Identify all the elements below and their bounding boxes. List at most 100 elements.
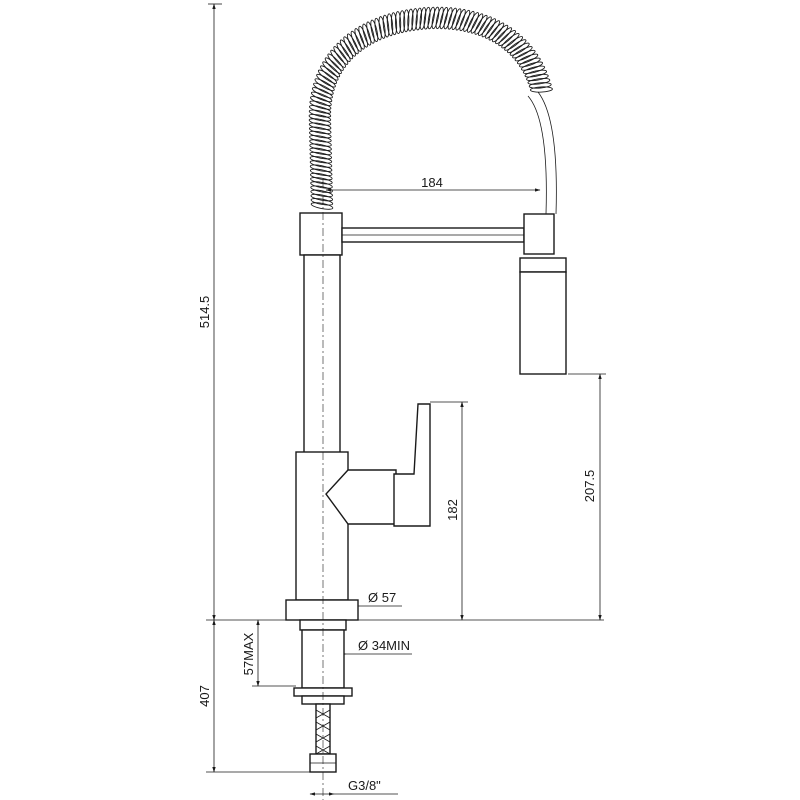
spring-coil — [339, 39, 354, 60]
spring-coil — [310, 96, 332, 107]
spring-coil — [308, 122, 332, 130]
spring-coil — [524, 69, 548, 78]
spring-coil — [386, 13, 394, 37]
spring-coil — [308, 109, 332, 118]
spring-coil — [459, 9, 471, 32]
spring-coil — [309, 135, 332, 143]
spring-coil — [309, 143, 332, 151]
spring-coil — [435, 6, 444, 30]
spring-coil — [443, 7, 453, 30]
spring-coil — [309, 168, 333, 177]
spring-coil — [310, 189, 333, 198]
spring-coil — [501, 33, 520, 49]
spring-coil — [308, 114, 332, 122]
below-deck-length-label: 407 — [197, 685, 212, 707]
spring-coil — [451, 8, 462, 31]
spring-coil — [395, 11, 402, 35]
spring-coil — [455, 9, 466, 31]
spring-coil — [311, 87, 333, 99]
spring-coil — [419, 7, 427, 30]
spring-coil — [354, 28, 365, 50]
spring-coil — [320, 65, 339, 81]
spring-coil — [522, 65, 546, 74]
spout-reach-label: 184 — [421, 175, 443, 190]
spring-coil — [309, 147, 332, 156]
spray-head — [519, 271, 567, 375]
column-tube — [303, 254, 341, 456]
spring-coil — [310, 198, 334, 206]
spring-coil — [309, 139, 332, 147]
spring-coil — [506, 39, 527, 54]
spring-coil — [491, 24, 509, 43]
lever-height-label: 182 — [445, 499, 460, 521]
spring-coil — [322, 61, 341, 78]
max-deck-thickness-label: 57MAX — [241, 632, 256, 675]
spring-coil — [431, 6, 440, 30]
spring-coil — [495, 27, 513, 45]
spring-coil — [313, 82, 334, 95]
spring-coil — [308, 126, 332, 135]
spring-coil — [309, 105, 332, 114]
spring-coil — [366, 21, 375, 44]
spring-coil — [529, 86, 553, 93]
spring-coil — [526, 73, 549, 82]
spring-coil — [308, 118, 332, 126]
spring-coil — [474, 14, 488, 35]
spring-coil — [310, 172, 333, 181]
spring-coil — [343, 36, 356, 57]
spring-coil — [403, 9, 410, 33]
main-body — [295, 451, 349, 601]
spray-head-collar — [519, 257, 567, 273]
connection-thread-label: G3/8" — [348, 778, 381, 793]
spray-holder — [523, 213, 555, 255]
spring-coil — [411, 8, 418, 31]
spring-coil — [346, 33, 359, 55]
base-diameter-label: Ø 57 — [368, 590, 396, 605]
spring-coil — [333, 46, 349, 65]
spring-coil — [330, 49, 346, 68]
spring-coil — [516, 53, 539, 65]
spout-clearance-label: 207.5 — [582, 470, 597, 503]
spring-coil — [309, 151, 333, 160]
spring-coil — [324, 57, 342, 75]
spring-coil — [504, 36, 524, 51]
spring-coil — [309, 100, 332, 110]
lever-handle — [393, 403, 431, 527]
spring-hose — [308, 6, 553, 210]
spring-coil — [478, 16, 492, 36]
spring-coil — [327, 53, 344, 71]
faucet-body — [285, 6, 567, 800]
dimension-lines — [206, 3, 606, 796]
spring-coil — [415, 7, 423, 31]
spring-coil — [481, 18, 496, 38]
spring-coil — [467, 12, 479, 33]
spring-coil — [498, 30, 516, 47]
spring-coil — [358, 25, 369, 48]
handle-neck — [325, 469, 397, 525]
spring-coil — [407, 8, 414, 32]
spring-coil — [310, 193, 334, 202]
spring-coil — [527, 78, 551, 85]
spring-coil — [447, 7, 457, 30]
spring-coil — [309, 160, 333, 168]
spring-coil — [521, 61, 543, 71]
spring-coil — [485, 20, 501, 39]
spring-coil — [350, 30, 362, 52]
dimension-labels: 514.5 184 207.5 182 Ø 57 Ø 34MIN 57MAX 4… — [197, 175, 597, 793]
spring-coil — [528, 82, 552, 89]
spring-coil — [374, 17, 382, 41]
base-flange — [285, 599, 359, 621]
spring-coil — [317, 69, 338, 84]
spring-coil — [509, 42, 530, 56]
spring-coil — [336, 42, 351, 63]
spring-coil — [382, 14, 390, 38]
column-head — [299, 212, 343, 256]
spring-coil — [370, 19, 379, 43]
spring-coil — [309, 164, 333, 172]
spring-coil — [514, 49, 536, 62]
spring-coil — [310, 181, 333, 189]
spring-coil — [309, 130, 332, 139]
spring-coil — [512, 46, 533, 59]
spring-coil — [390, 12, 398, 36]
